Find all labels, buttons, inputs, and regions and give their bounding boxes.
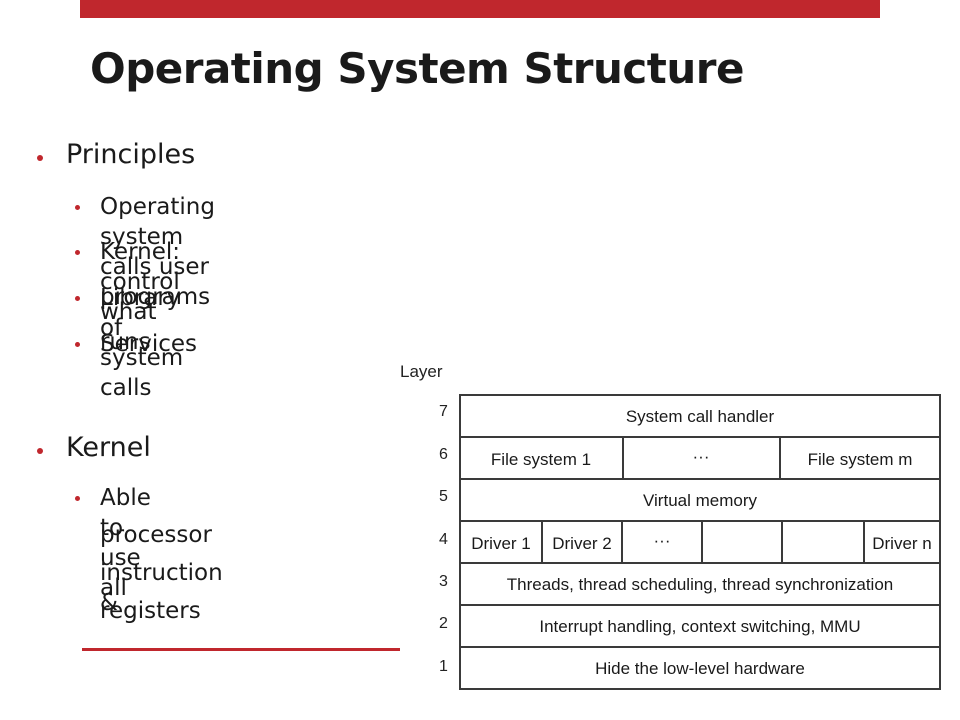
top-accent-bar bbox=[80, 0, 880, 18]
layer-cell-label: File system m bbox=[808, 450, 913, 469]
sub-bullet-item: Operating system calls user programs bbox=[100, 194, 215, 310]
layer-cell-label: File system 1 bbox=[491, 450, 591, 469]
bullet-dot bbox=[37, 448, 43, 454]
bullet-kernel: Kernel bbox=[66, 432, 151, 463]
slide-title: Operating System Structure bbox=[90, 44, 744, 93]
sub-bullet-dot bbox=[75, 342, 80, 347]
layer-cell-label: Interrupt handling, context switching, M… bbox=[539, 617, 860, 636]
layer-box bbox=[459, 646, 941, 690]
sub-bullet-item-line: Able to use all bbox=[100, 485, 151, 601]
sub-bullet-dot bbox=[75, 296, 80, 301]
layer-cell-label: System call handler bbox=[626, 407, 775, 426]
layer-number: 4 bbox=[439, 531, 448, 548]
layer-number: 3 bbox=[439, 573, 448, 590]
bullet-principles: Principles bbox=[66, 139, 196, 170]
layer-cell-label: Driver 1 bbox=[471, 534, 531, 553]
layer-cell bbox=[781, 520, 865, 564]
sub-bullet-dot bbox=[75, 205, 80, 210]
bullet-dot bbox=[37, 155, 43, 161]
layer-number: 7 bbox=[439, 403, 448, 420]
sub-bullet-item-line: processor bbox=[100, 522, 212, 548]
layer-number: 6 bbox=[439, 446, 448, 463]
layer-axis-label: Layer bbox=[400, 362, 443, 381]
layer-cell-label: Driver 2 bbox=[552, 534, 612, 553]
layer-cell-label: Virtual memory bbox=[643, 491, 757, 510]
layer-number: 1 bbox=[439, 658, 448, 675]
sub-bullet-item-line: instruction & bbox=[100, 560, 223, 616]
layer-cell-label: ··· bbox=[693, 447, 710, 466]
layer-cell-label: Driver n bbox=[872, 534, 932, 553]
sub-bullet-item: Library of system calls bbox=[100, 285, 184, 401]
sub-bullet-item: Services bbox=[100, 331, 197, 357]
sub-bullet-dot bbox=[75, 250, 80, 255]
layer-cell-label: Hide the low-level hardware bbox=[595, 659, 805, 678]
layer-cell-label: Threads, thread scheduling, thread synch… bbox=[507, 575, 894, 594]
layer-number: 5 bbox=[439, 488, 448, 505]
layer-number: 2 bbox=[439, 615, 448, 632]
sub-bullet-dot bbox=[75, 496, 80, 501]
layer-cell bbox=[701, 520, 783, 564]
sub-bullet-item: Kernel: control what runs bbox=[100, 239, 181, 355]
bottom-accent-rule bbox=[82, 648, 400, 651]
sub-bullet-item-line: registers bbox=[100, 598, 201, 624]
layer-cell-label: ··· bbox=[654, 531, 671, 550]
